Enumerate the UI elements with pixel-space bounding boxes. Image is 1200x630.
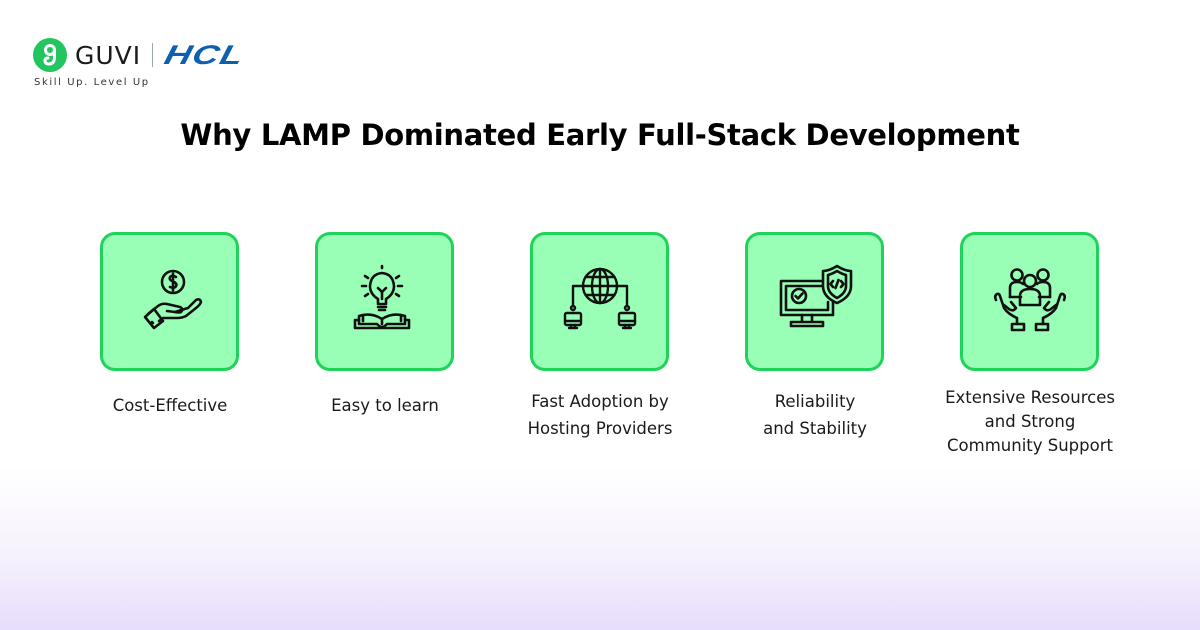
hands-community-icon: [993, 267, 1066, 331]
card-reliability: Reliability and Stability: [745, 232, 885, 438]
icon-tile: [745, 232, 884, 371]
hand-holding-dollar-icon: [143, 269, 202, 329]
page-title: Why LAMP Dominated Early Full-Stack Deve…: [180, 118, 1020, 152]
card-label: Fast Adoption by Hosting Providers: [527, 392, 673, 438]
globe-network-icon: [563, 267, 636, 329]
lightbulb-book-icon: [353, 264, 410, 329]
icon-tile: [315, 232, 454, 371]
icon-tile: [530, 232, 669, 371]
card-easy-to-learn: Easy to learn: [315, 232, 455, 415]
icon-tile: [100, 232, 239, 371]
card-label: Reliability and Stability: [763, 392, 867, 438]
hcl-wordmark: HCL: [161, 39, 248, 70]
monitor-shield-icon: [779, 264, 852, 327]
card-label: Easy to learn: [331, 396, 439, 415]
brand-tagline: Skill Up. Level Up: [34, 77, 150, 88]
guvi-wordmark: GUVI: [75, 40, 142, 70]
card-community-support: Extensive Resources and Strong Community…: [945, 232, 1115, 455]
brand-logo: GUVI HCL Skill Up. Level Up: [33, 38, 248, 88]
logo-divider: [152, 43, 154, 67]
card-label: Extensive Resources and Strong Community…: [945, 388, 1115, 455]
card-cost-effective: Cost-Effective: [100, 232, 240, 415]
icon-tile: [960, 232, 1099, 371]
card-fast-adoption: Fast Adoption by Hosting Providers: [528, 232, 672, 438]
guvi-logo-icon: [33, 38, 67, 72]
card-label: Cost-Effective: [112, 396, 228, 415]
